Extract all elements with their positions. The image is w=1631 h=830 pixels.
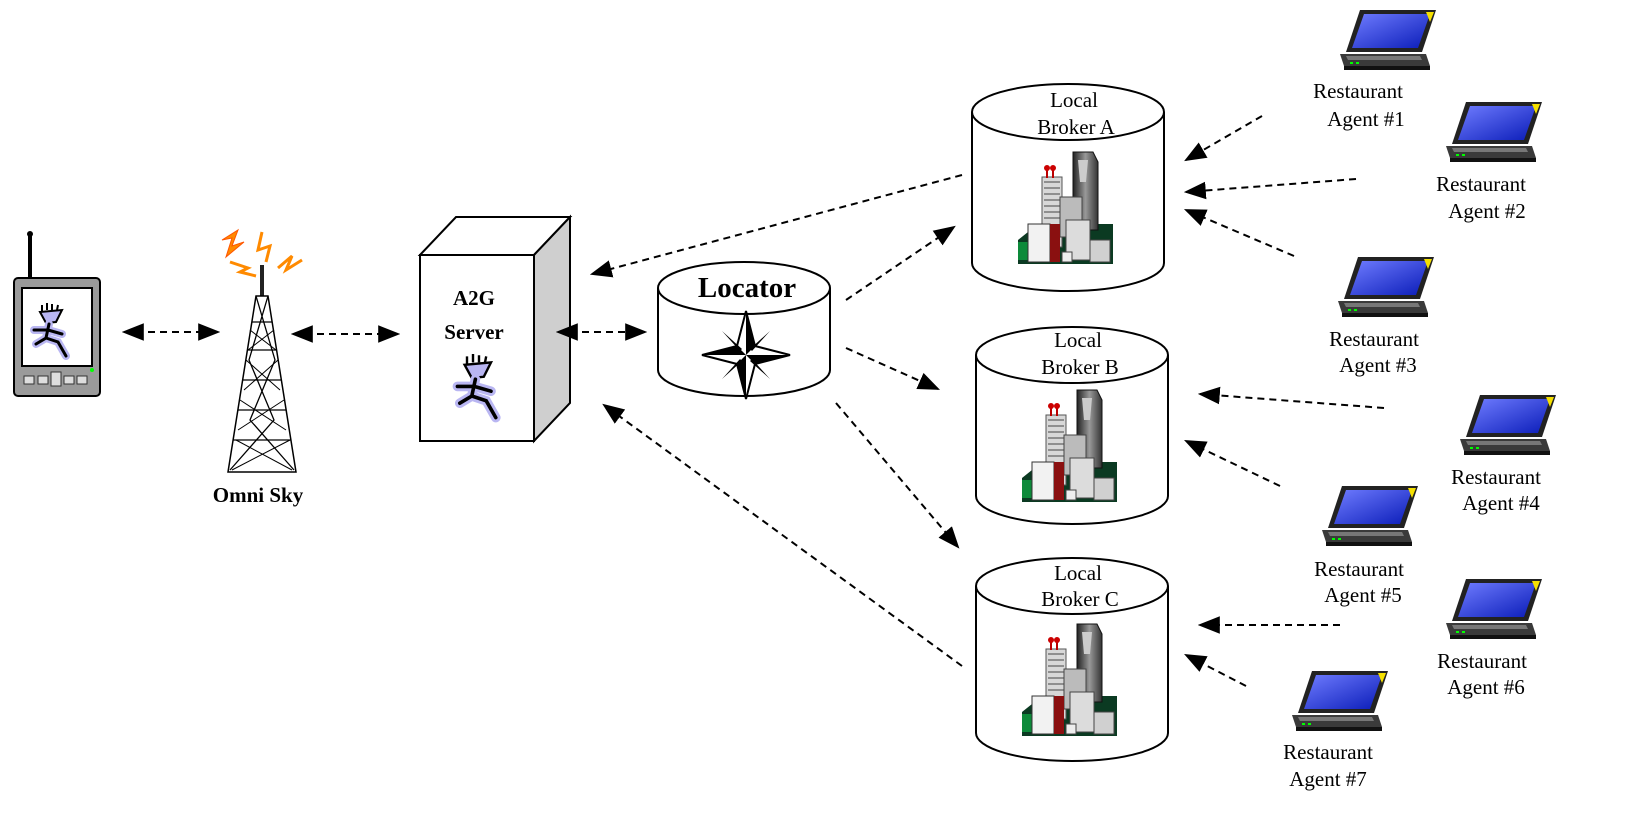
server-label-line1: A2G (453, 286, 495, 310)
agent-6-label-line2: Agent #6 (1447, 675, 1525, 699)
broker-c-label-line1: Local (1054, 561, 1102, 585)
agent-6-label-line1: Restaurant (1437, 649, 1527, 673)
agent-1: Restaurant Agent #1 (1313, 10, 1436, 131)
broker-b-label-line2: Broker B (1041, 355, 1119, 379)
arrow-brokerA-server (589, 174, 963, 278)
agent-2-label-line2: Agent #2 (1448, 199, 1526, 223)
agent-3-label-line1: Restaurant (1329, 327, 1419, 351)
arrow-agent1-brokerA (1184, 115, 1263, 162)
antenna-tower-icon: Omni Sky (213, 228, 304, 507)
broker-a-cylinder: Local Broker A (971, 83, 1165, 292)
agent-4-label-line1: Restaurant (1451, 465, 1541, 489)
locator-cylinder: Locator (657, 261, 831, 400)
agent-7: Restaurant Agent #7 (1283, 671, 1388, 791)
laptop-icon (1460, 395, 1556, 455)
agent-5: Restaurant Agent #5 (1314, 486, 1418, 607)
agent-2: Restaurant Agent #2 (1436, 102, 1542, 223)
arrow-agent5-brokerB (1184, 440, 1281, 487)
agent-5-label-line1: Restaurant (1314, 557, 1404, 581)
agent-2-label-line1: Restaurant (1436, 172, 1526, 196)
laptop-icon (1446, 102, 1542, 162)
arrow-locator-brokerC (835, 402, 960, 549)
agent-1-label-line1: Restaurant (1313, 79, 1403, 103)
laptop-icon (1292, 671, 1388, 731)
agent-3: Restaurant Agent #3 (1329, 257, 1434, 377)
agent-7-label-line1: Restaurant (1283, 740, 1373, 764)
arrow-brokerC-server (602, 403, 963, 667)
laptop-icon (1446, 579, 1542, 639)
laptop-icon (1322, 486, 1418, 546)
server-label-line2: Server (444, 320, 503, 344)
compass-rose-icon (701, 310, 791, 400)
laptop-icon (1338, 257, 1434, 317)
arrow-locator-brokerA (845, 225, 956, 301)
locator-label: Locator (698, 272, 796, 304)
arrow-agent4-brokerB (1197, 386, 1385, 409)
broker-b-cylinder: Local Broker B (975, 326, 1169, 525)
agent-3-label-line2: Agent #3 (1339, 353, 1417, 377)
arrow-agent2-brokerA (1183, 178, 1357, 200)
agent-6: Restaurant Agent #6 (1437, 579, 1542, 699)
tower-label: Omni Sky (213, 483, 304, 507)
broker-a-label-line2: Broker A (1037, 115, 1115, 139)
broker-c-cylinder: Local Broker C (975, 557, 1169, 762)
agent-1-label-line2: Agent #1 (1327, 107, 1405, 131)
laptop-icon (1340, 10, 1436, 70)
broker-b-label-line1: Local (1054, 328, 1102, 352)
agent-5-label-line2: Agent #5 (1324, 583, 1402, 607)
agent-4-label-line2: Agent #4 (1462, 491, 1540, 515)
server-box: A2G Server (417, 214, 573, 444)
broker-a-label-line1: Local (1050, 88, 1098, 112)
connection-arrows (121, 115, 1385, 687)
handheld-device-icon (13, 231, 101, 397)
agent-7-label-line2: Agent #7 (1289, 767, 1367, 791)
broker-c-label-line2: Broker C (1041, 587, 1119, 611)
arrow-agent3-brokerA (1183, 209, 1295, 257)
agent-4: Restaurant Agent #4 (1451, 395, 1556, 515)
arrow-agent7-brokerC (1184, 653, 1247, 687)
arrow-locator-brokerB (845, 347, 941, 390)
